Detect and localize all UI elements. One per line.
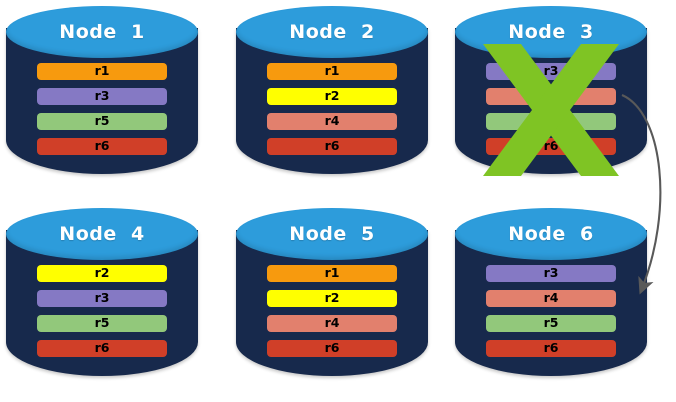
node-5[interactable]: Node 5 r1 r2 r4 r6 xyxy=(236,208,428,386)
replica-bar-r6[interactable]: r6 xyxy=(267,340,397,357)
node-1-replica-list: r1 r3 r5 r6 xyxy=(37,63,167,155)
node-4-title: Node 4 xyxy=(59,223,145,245)
node-1[interactable]: Node 1 r1 r3 r5 r6 xyxy=(6,6,198,184)
cylinder-top-ellipse xyxy=(236,6,428,58)
replica-bar-r5[interactable]: r5 xyxy=(37,113,167,130)
replica-bar-r3[interactable]: r3 xyxy=(486,63,616,80)
cylinder-top-ellipse xyxy=(6,208,198,260)
cylinder-top-ellipse xyxy=(455,208,647,260)
node-3-replica-list: r3 r4 r5 r6 xyxy=(486,63,616,155)
node-3[interactable]: Node 3 r3 r4 r5 r6 xyxy=(455,6,647,184)
replica-bar-r5[interactable]: r5 xyxy=(37,315,167,332)
node-2-replica-list: r1 r2 r4 r6 xyxy=(267,63,397,155)
replica-bar-r1[interactable]: r1 xyxy=(267,265,397,282)
node-5-replica-list: r1 r2 r4 r6 xyxy=(267,265,397,357)
replica-bar-r3[interactable]: r3 xyxy=(486,265,616,282)
replica-bar-r5[interactable]: r5 xyxy=(486,113,616,130)
replica-bar-r5[interactable]: r5 xyxy=(486,315,616,332)
node-6-title: Node 6 xyxy=(508,223,594,245)
replica-bar-r1[interactable]: r1 xyxy=(267,63,397,80)
replica-bar-r2[interactable]: r2 xyxy=(267,88,397,105)
node-2-title: Node 2 xyxy=(289,21,375,43)
node-6[interactable]: Node 6 r3 r4 r5 r6 xyxy=(455,208,647,386)
cylinder-top-ellipse xyxy=(6,6,198,58)
node-2[interactable]: Node 2 r1 r2 r4 r6 xyxy=(236,6,428,184)
replica-bar-r6[interactable]: r6 xyxy=(486,138,616,155)
node-6-replica-list: r3 r4 r5 r6 xyxy=(486,265,616,357)
replica-bar-r2[interactable]: r2 xyxy=(267,290,397,307)
replica-bar-r3[interactable]: r3 xyxy=(37,290,167,307)
replica-bar-r4[interactable]: r4 xyxy=(486,290,616,307)
replica-bar-r4[interactable]: r4 xyxy=(267,315,397,332)
node-1-title: Node 1 xyxy=(59,21,145,43)
replica-bar-r4[interactable]: r4 xyxy=(486,88,616,105)
node-4[interactable]: Node 4 r2 r3 r5 r6 xyxy=(6,208,198,386)
node-3-title: Node 3 xyxy=(508,21,594,43)
replica-bar-r6[interactable]: r6 xyxy=(37,138,167,155)
replica-bar-r3[interactable]: r3 xyxy=(37,88,167,105)
node-5-title: Node 5 xyxy=(289,223,375,245)
replica-bar-r6[interactable]: r6 xyxy=(267,138,397,155)
replica-bar-r6[interactable]: r6 xyxy=(37,340,167,357)
replica-bar-r1[interactable]: r1 xyxy=(37,63,167,80)
replica-bar-r6[interactable]: r6 xyxy=(486,340,616,357)
node-4-replica-list: r2 r3 r5 r6 xyxy=(37,265,167,357)
cylinder-top-ellipse xyxy=(236,208,428,260)
replica-bar-r2[interactable]: r2 xyxy=(37,265,167,282)
replica-bar-r4[interactable]: r4 xyxy=(267,113,397,130)
